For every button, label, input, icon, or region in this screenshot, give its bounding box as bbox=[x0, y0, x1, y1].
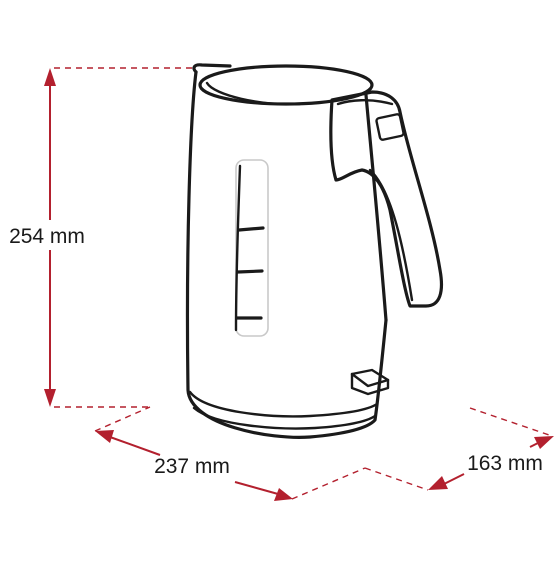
kettle-illustration bbox=[185, 63, 444, 439]
width-left-extension bbox=[94, 406, 151, 432]
kettle-lid-inner bbox=[205, 81, 302, 106]
kettle-body-right bbox=[364, 93, 388, 322]
depth-dimension: 163 mm bbox=[364, 407, 554, 491]
kettle-switch bbox=[375, 113, 405, 141]
kettle-spout bbox=[192, 63, 232, 74]
depth-right-extension bbox=[469, 407, 553, 437]
depth-arrow-right bbox=[534, 436, 554, 449]
width-arrow-left bbox=[95, 430, 114, 443]
height-arrow-bottom bbox=[44, 389, 56, 407]
height-dimension: 254 mm bbox=[2, 67, 192, 408]
height-label-bg bbox=[2, 220, 94, 250]
width-dimension-line-a bbox=[109, 436, 161, 456]
water-window bbox=[235, 159, 269, 337]
height-arrow-top bbox=[44, 68, 56, 86]
water-window-outline bbox=[234, 164, 242, 332]
kettle-handle-top bbox=[336, 99, 394, 106]
water-mark-mid bbox=[236, 269, 264, 274]
width-dimension-line-b bbox=[234, 481, 279, 495]
depth-label: 163 mm bbox=[467, 452, 543, 475]
width-right-extension bbox=[291, 467, 366, 500]
depth-dimension-line-a bbox=[443, 473, 465, 485]
power-indicator bbox=[350, 368, 390, 388]
width-arrow-right bbox=[274, 488, 293, 501]
depth-bottom-extension bbox=[364, 467, 429, 491]
kettle-handle-inner bbox=[368, 168, 414, 302]
height-label: 254 mm bbox=[9, 225, 85, 248]
power-indicator-front bbox=[350, 372, 390, 396]
kettle-base-bottom bbox=[192, 406, 377, 430]
width-dimension: 237 mm bbox=[94, 406, 366, 501]
water-mark-max bbox=[237, 226, 265, 232]
depth-arrow-left bbox=[428, 476, 448, 490]
width-label: 237 mm bbox=[154, 455, 230, 478]
kettle-body bbox=[185, 70, 388, 439]
kettle-handle bbox=[329, 90, 444, 308]
kettle-base-band bbox=[188, 390, 379, 418]
